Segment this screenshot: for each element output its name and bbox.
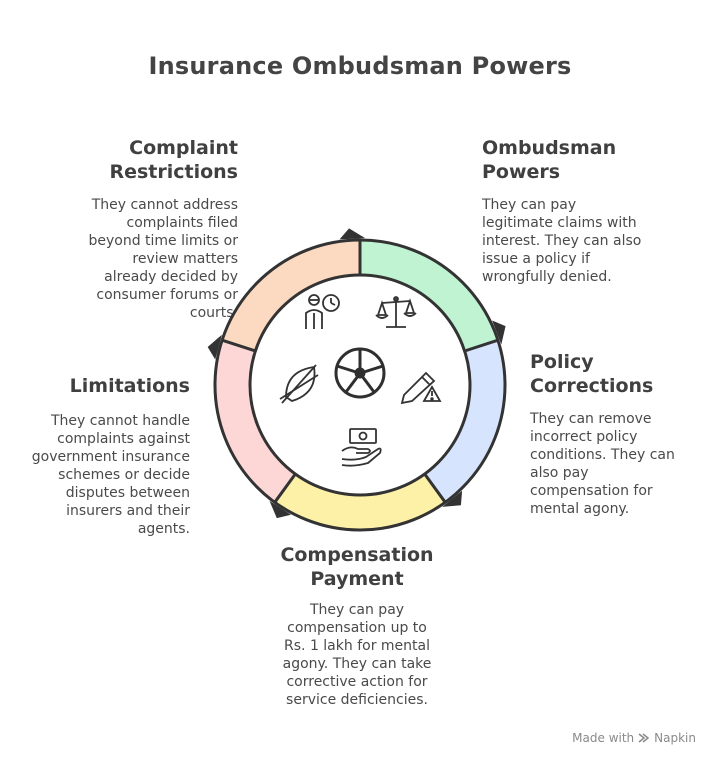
description-line: wrongfully denied. [482, 269, 612, 285]
description-line: disputes between [65, 485, 190, 501]
description-line: compensation for [530, 483, 653, 499]
description-line: agony. They can take [282, 656, 432, 672]
limitations-heading-line1: Limitations [69, 375, 190, 397]
limitations-description: They cannot handle complaints against go… [18, 412, 190, 538]
ring-dividers [207, 228, 507, 532]
made-with-label: Made with [572, 731, 635, 745]
ombudsman-powers-description: They can pay legitimate claims with inte… [482, 196, 692, 286]
description-line: beyond time limits or [88, 233, 238, 249]
ring-divider [423, 473, 447, 504]
description-line: mental agony. [530, 501, 630, 517]
description-line: legitimate claims with [482, 215, 637, 231]
policy-corrections-heading: Policy Corrections [530, 350, 700, 398]
cycle-wheel [207, 228, 507, 532]
limitations-heading: Limitations [40, 374, 190, 398]
ring-arrow-notch [269, 500, 291, 519]
ring-arrow-notch [492, 320, 506, 345]
description-line: compensation up to [287, 620, 427, 636]
ombudsman-powers-heading: Ombudsman Powers [482, 136, 682, 184]
balance-scale-icon [375, 296, 417, 328]
description-line: agents. [137, 521, 190, 537]
ring-arrow-notch [339, 228, 366, 240]
pencil-warning-icon [400, 371, 442, 405]
napkin-logo-icon [638, 733, 650, 743]
description-line: courts. [189, 305, 238, 321]
ring-arrow-notch [207, 334, 222, 360]
description-line: They can pay [482, 197, 577, 213]
complaint-restrictions-heading-line1: Complaint [129, 137, 238, 159]
policy-corrections-heading-line2: Corrections [530, 375, 654, 397]
napkin-brand: Napkin [654, 731, 696, 745]
ring-arrow-notch [442, 490, 463, 507]
description-line: issue a policy if [482, 251, 590, 267]
compensation-payment-heading: Compensation Payment [256, 543, 458, 591]
description-line: They cannot address [91, 197, 238, 213]
description-line: complaints filed [126, 215, 238, 231]
policy-corrections-heading-line1: Policy [530, 351, 594, 373]
description-line: They can pay [309, 602, 405, 618]
description-line: insurers and their [66, 503, 190, 519]
description-line: interest. They can also [482, 233, 642, 249]
ring-divider [221, 338, 256, 353]
description-line: Rs. 1 lakh for mental [284, 638, 430, 654]
ring-segment-complaint-restrictions [222, 240, 360, 352]
description-line: incorrect policy [530, 429, 638, 445]
ring-segment-ombudsman-powers [360, 240, 498, 352]
ring-divider [464, 338, 499, 353]
inner-disc [248, 273, 472, 497]
made-with-credit: Made with Napkin [572, 731, 696, 745]
description-line: already decided by [104, 269, 238, 285]
ombudsman-powers-heading-line2: Powers [482, 161, 561, 183]
person-clock-icon [305, 294, 340, 329]
description-line: corrective action for [286, 674, 428, 690]
description-line: government insurance [31, 449, 190, 465]
ring-divider [273, 473, 297, 504]
compensation-payment-description: They can pay compensation up to Rs. 1 la… [252, 601, 462, 709]
policy-corrections-description: They can remove incorrect policy conditi… [530, 410, 710, 518]
dharma-wheel-icon [334, 347, 386, 399]
description-line: service deficiencies. [286, 692, 428, 708]
description-line: review matters [132, 251, 238, 267]
ombudsman-powers-heading-line1: Ombudsman [482, 137, 617, 159]
description-line: complaints against [57, 431, 190, 447]
hand-money-icon [341, 428, 382, 467]
description-line: They can remove [530, 411, 652, 427]
compensation-payment-heading-line2: Payment [310, 568, 404, 590]
description-line: consumer forums or [96, 287, 238, 303]
complaint-restrictions-description: They cannot address complaints filed bey… [60, 196, 238, 322]
description-line: conditions. They can [530, 447, 675, 463]
compensation-payment-heading-line1: Compensation [280, 544, 434, 566]
description-line: schemes or decide [58, 467, 190, 483]
page-title: Insurance Ombudsman Powers [148, 52, 572, 80]
crossed-leaf-icon [279, 364, 319, 404]
complaint-restrictions-heading: Complaint Restrictions [80, 136, 238, 184]
description-line: also pay [530, 465, 589, 481]
complaint-restrictions-heading-line2: Restrictions [109, 161, 238, 183]
description-line: They cannot handle [50, 413, 190, 429]
